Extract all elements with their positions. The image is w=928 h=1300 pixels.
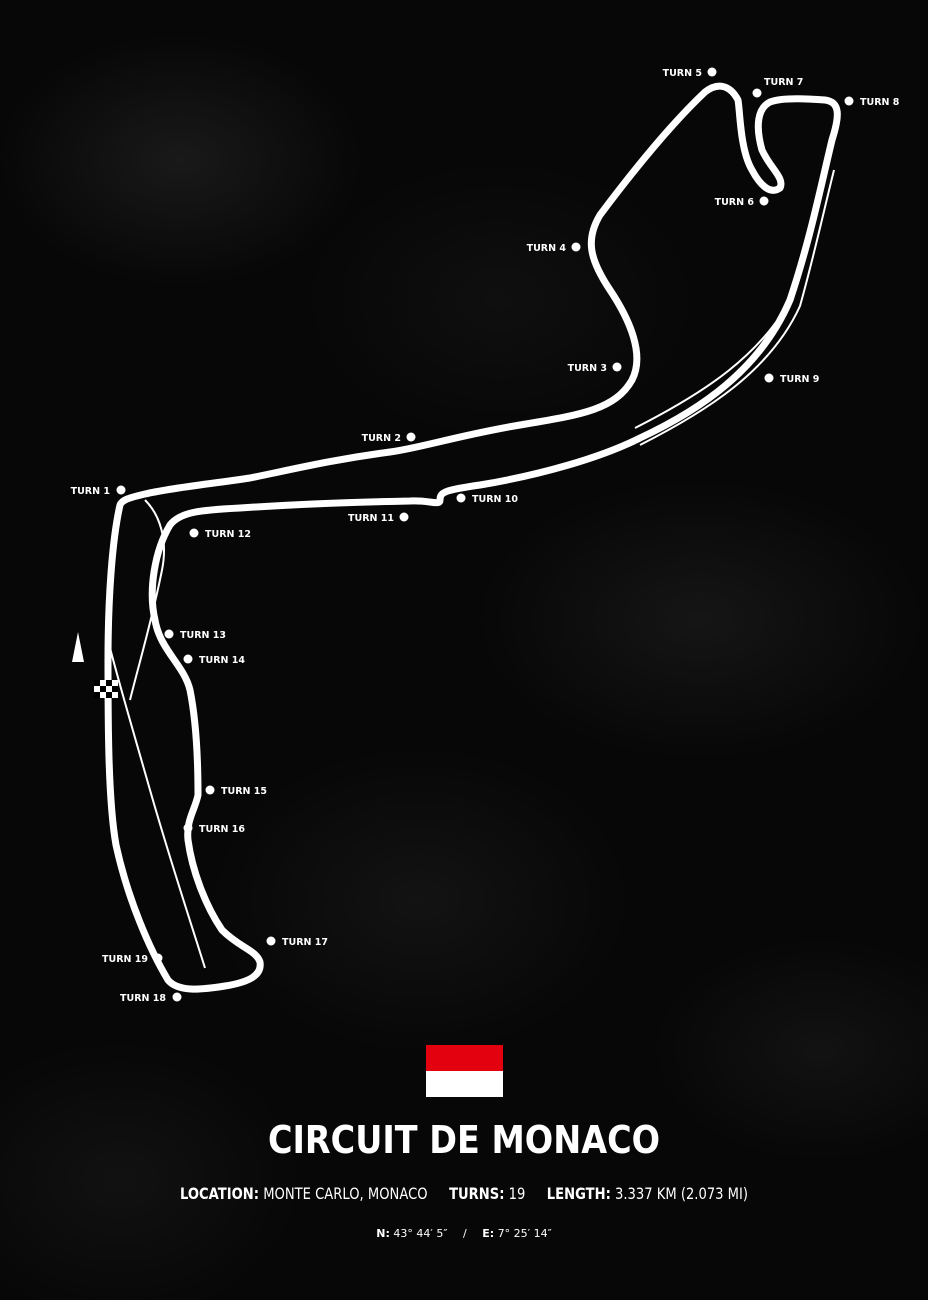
length-label: LENGTH: bbox=[546, 1184, 611, 1203]
flag-red-band bbox=[426, 1045, 503, 1071]
location-label: LOCATION: bbox=[179, 1184, 260, 1203]
monaco-flag bbox=[426, 1045, 503, 1097]
turn-marker: TURN 15 bbox=[205, 785, 267, 797]
turn-marker: TURN 10 bbox=[456, 493, 518, 505]
coordinates-separator: / bbox=[462, 1227, 467, 1240]
coordinates: N: 43° 44′ 5″ / E: 7° 25′ 14″ bbox=[0, 1227, 928, 1240]
turn-marker: TURN 7 bbox=[752, 77, 803, 98]
latitude-value: 43° 44′ 5″ bbox=[393, 1227, 448, 1240]
tunnel-line bbox=[639, 169, 835, 446]
turn-marker: TURN 2 bbox=[362, 432, 416, 444]
turn-label: TURN 9 bbox=[780, 374, 819, 385]
turns-value: 19 bbox=[508, 1184, 526, 1203]
turn-label: TURN 10 bbox=[472, 494, 518, 505]
turn-marker: TURN 1 bbox=[71, 485, 126, 497]
turn-marker: TURN 12 bbox=[189, 528, 251, 540]
length-value: 3.337 KM (2.073 MI) bbox=[615, 1184, 748, 1203]
track-outline bbox=[104, 82, 841, 993]
start-finish-checkered-icon bbox=[94, 680, 118, 698]
longitude-label: E: bbox=[482, 1227, 495, 1240]
turns-label: TURNS: bbox=[449, 1184, 505, 1203]
turn-label: TURN 1 bbox=[71, 486, 110, 497]
circuit-title: CIRCUIT DE MONACO bbox=[267, 1118, 661, 1162]
turn-marker: TURN 13 bbox=[164, 629, 226, 641]
turn-label: TURN 8 bbox=[860, 97, 900, 108]
turn-label: TURN 5 bbox=[663, 68, 702, 79]
circuit-info: LOCATION: MONTE CARLO, MONACO TURNS: 19 … bbox=[84, 1184, 845, 1203]
latitude-label: N: bbox=[376, 1227, 390, 1240]
turn-marker: TURN 11 bbox=[348, 512, 409, 524]
turn-marker: TURN 19 bbox=[102, 953, 163, 965]
turn-label: TURN 18 bbox=[120, 993, 166, 1004]
turn-marker: TURN 16 bbox=[183, 823, 245, 835]
track-map: TURN 1 TURN 2 TURN 3 TURN 4 TURN 5 TURN … bbox=[71, 67, 900, 1004]
turn-label: TURN 14 bbox=[199, 655, 245, 666]
longitude-value: 7° 25′ 14″ bbox=[497, 1227, 552, 1240]
turn-label: TURN 17 bbox=[282, 937, 328, 948]
turn-label: TURN 19 bbox=[102, 954, 148, 965]
turn-marker: TURN 3 bbox=[568, 362, 622, 374]
turn-label: TURN 3 bbox=[568, 363, 607, 374]
direction-arrow-icon bbox=[72, 632, 84, 662]
turn-marker: TURN 9 bbox=[764, 373, 819, 385]
pit-lane-line bbox=[107, 639, 206, 969]
turn-label: TURN 11 bbox=[348, 513, 394, 524]
tunnel-line bbox=[634, 159, 827, 429]
turn-label: TURN 6 bbox=[715, 197, 755, 208]
turn-label: TURN 12 bbox=[205, 529, 251, 540]
turn-label: TURN 2 bbox=[362, 433, 401, 444]
flag-white-band bbox=[426, 1071, 503, 1097]
turn-label: TURN 4 bbox=[527, 243, 567, 254]
turn-label: TURN 16 bbox=[199, 824, 245, 835]
location-value: MONTE CARLO, MONACO bbox=[263, 1184, 428, 1203]
turn-label: TURN 15 bbox=[221, 786, 267, 797]
turn-marker: TURN 18 bbox=[120, 992, 182, 1004]
turn-marker: TURN 14 bbox=[183, 654, 245, 666]
turn-marker: TURN 8 bbox=[844, 96, 900, 108]
turn-marker: TURN 5 bbox=[663, 67, 717, 79]
turn-label: TURN 7 bbox=[764, 77, 803, 88]
turn-marker: TURN 4 bbox=[527, 242, 581, 254]
pit-lane-line bbox=[129, 499, 166, 701]
turn-marker: TURN 6 bbox=[715, 196, 769, 208]
turn-label: TURN 13 bbox=[180, 630, 226, 641]
turn-marker: TURN 17 bbox=[266, 936, 328, 948]
